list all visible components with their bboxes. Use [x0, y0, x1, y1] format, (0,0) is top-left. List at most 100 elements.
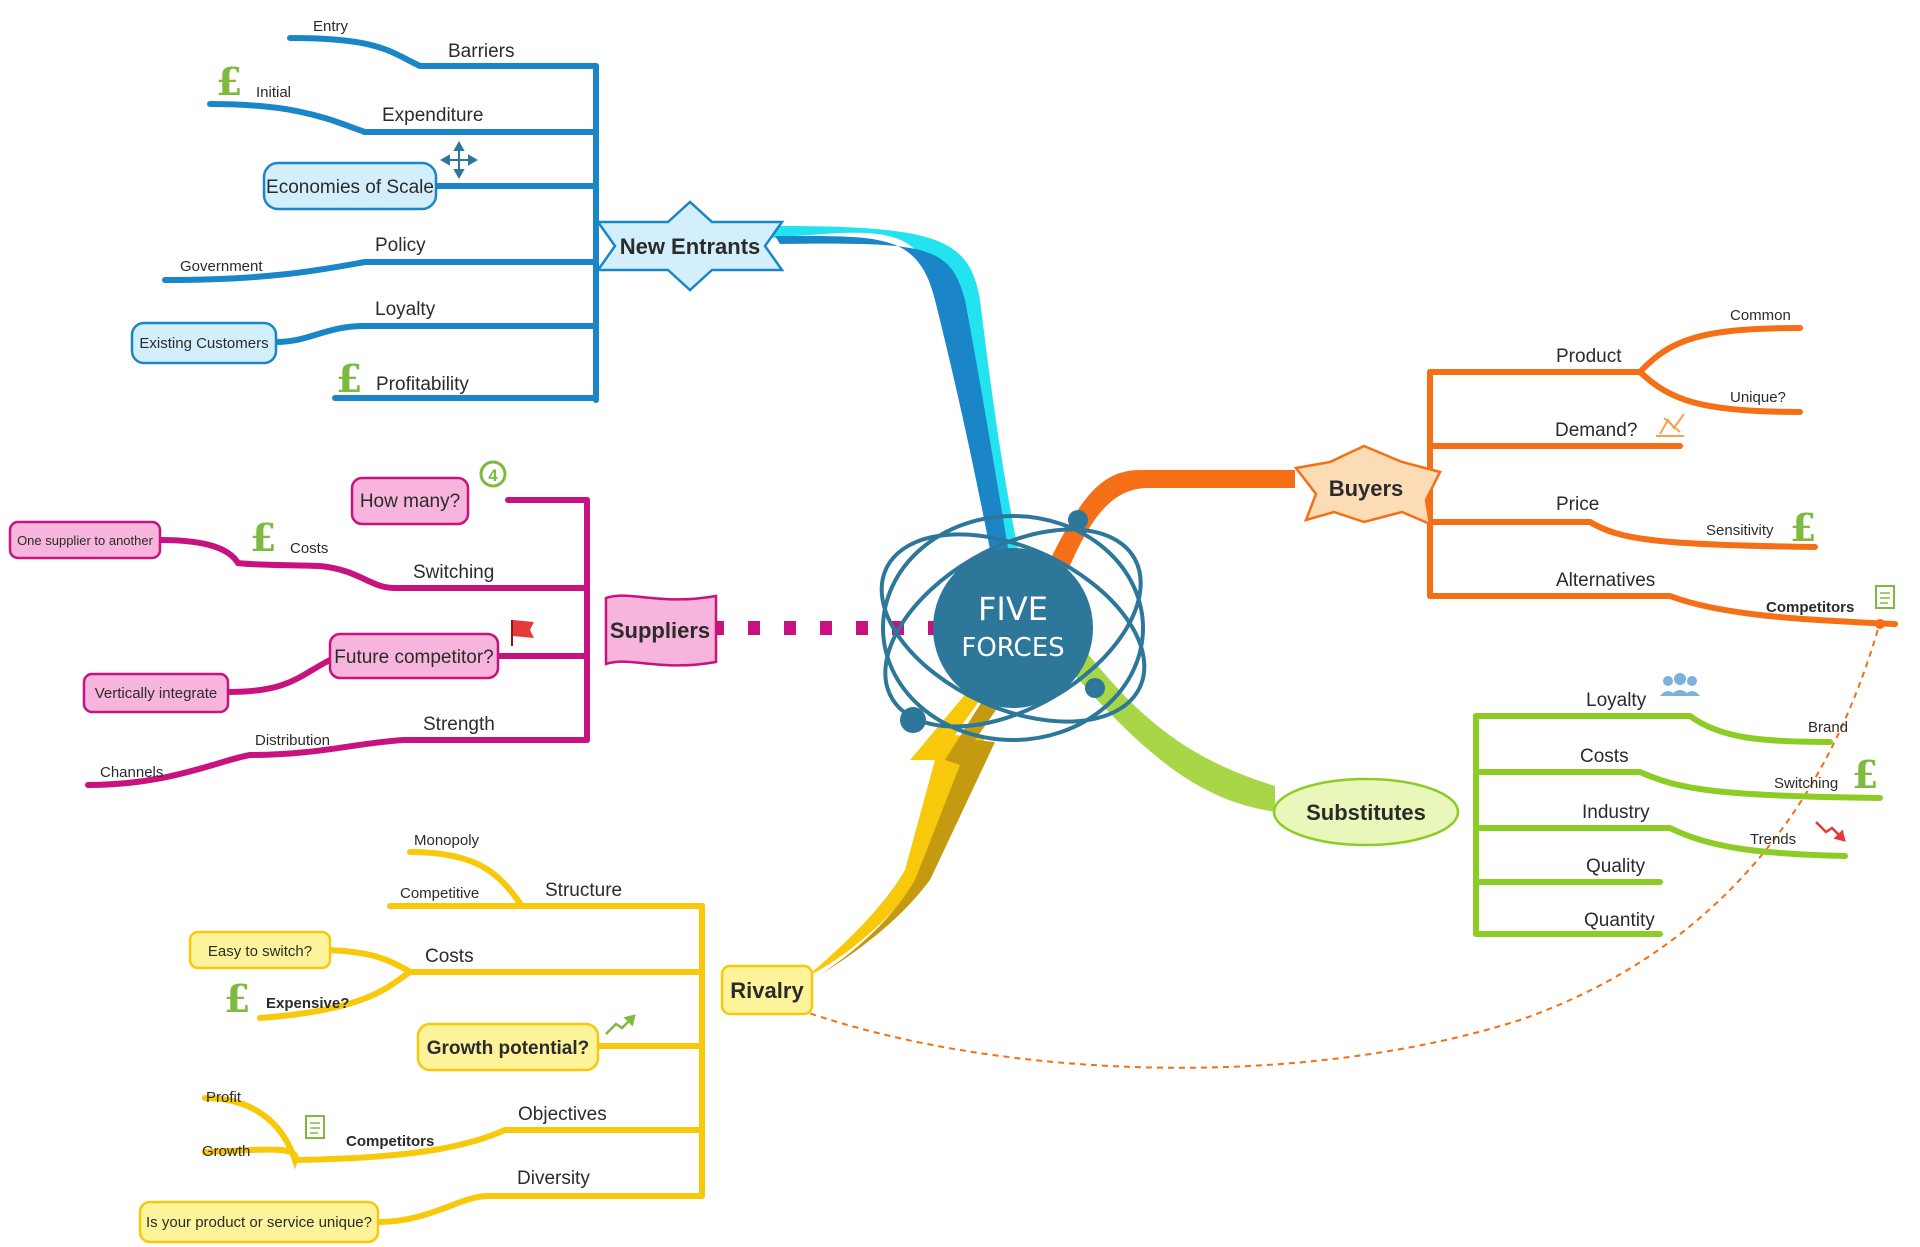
red-flag-icon — [511, 620, 534, 646]
growth-potential-node[interactable]: Growth potential? — [416, 1022, 600, 1072]
new-entrants-connector-dark — [775, 235, 1010, 560]
vertically-integrate-node[interactable]: Vertically integrate — [82, 672, 230, 714]
substitutes-branch — [1473, 713, 1883, 937]
rivalry-branch — [202, 849, 705, 1225]
loyalty-label-substitutes[interactable]: Loyalty — [1586, 690, 1647, 711]
pound-icon: £ — [336, 356, 362, 401]
pound-icon: £ — [216, 59, 242, 104]
channels-label[interactable]: Channels — [100, 764, 163, 781]
competitors-label-rivalry[interactable]: Competitors — [346, 1133, 434, 1150]
costs-label-rivalry[interactable]: Costs — [425, 946, 474, 967]
quantity-label[interactable]: Quantity — [1584, 910, 1655, 931]
pound-icon: £ — [224, 976, 250, 1021]
expensive-label[interactable]: Expensive? — [266, 995, 349, 1012]
substitutes-node[interactable]: Substitutes — [1272, 777, 1460, 847]
orbit-1 — [881, 514, 1145, 742]
diversity-label[interactable]: Diversity — [517, 1168, 590, 1189]
costs-label-substitutes[interactable]: Costs — [1580, 746, 1629, 767]
new-entrants-branch — [162, 35, 599, 403]
unique-product-label: Is your product or service unique? — [146, 1214, 372, 1231]
sensitivity-label[interactable]: Sensitivity — [1706, 522, 1774, 539]
electron-2 — [1068, 510, 1088, 530]
note-icon — [1875, 585, 1895, 609]
center-title-line1: FIVE — [978, 590, 1048, 628]
suppliers-node[interactable]: Suppliers — [604, 594, 718, 667]
existing-customers-node[interactable]: Existing Customers — [130, 321, 278, 365]
pound-icon: £ — [1852, 752, 1878, 797]
switching-label-substitutes[interactable]: Switching — [1774, 775, 1838, 792]
expenditure-label[interactable]: Expenditure — [382, 105, 483, 126]
policy-label[interactable]: Policy — [375, 235, 426, 256]
economies-of-scale-label: Economies of Scale — [266, 177, 434, 198]
distribution-label[interactable]: Distribution — [255, 732, 330, 749]
one-supplier-node[interactable]: One supplier to another — [8, 520, 162, 560]
svg-text:4: 4 — [488, 466, 498, 485]
industry-label[interactable]: Industry — [1582, 802, 1650, 823]
costs-label[interactable]: Costs — [290, 540, 328, 557]
structure-label[interactable]: Structure — [545, 880, 622, 901]
growth-potential-label: Growth potential? — [427, 1038, 590, 1059]
trends-label[interactable]: Trends — [1750, 831, 1796, 848]
trend-up-icon — [605, 1014, 636, 1035]
growth-label[interactable]: Growth — [202, 1143, 250, 1160]
loyalty-label[interactable]: Loyalty — [375, 299, 436, 320]
new-entrants-node[interactable]: New Entrants — [595, 200, 785, 292]
number-four-icon: 4 — [479, 460, 507, 488]
brand-label[interactable]: Brand — [1808, 719, 1848, 736]
buyers-branch — [1427, 325, 1898, 627]
profitability-label[interactable]: Profitability — [376, 374, 469, 395]
people-icon — [1660, 673, 1700, 696]
move-arrows-icon — [439, 140, 479, 180]
trend-down-icon — [1815, 821, 1846, 842]
buyers-connector — [1050, 470, 1295, 570]
center-node[interactable]: FIVE FORCES — [852, 489, 1174, 768]
unique-label[interactable]: Unique? — [1730, 389, 1786, 406]
note-icon — [305, 1115, 325, 1139]
new-entrants-title: New Entrants — [620, 234, 761, 259]
pound-icon: £ — [250, 515, 276, 560]
electron-1 — [900, 707, 926, 733]
easy-to-switch-node[interactable]: Easy to switch? — [188, 930, 332, 970]
existing-customers-label: Existing Customers — [139, 335, 268, 352]
initial-label[interactable]: Initial — [256, 84, 291, 101]
common-label[interactable]: Common — [1730, 307, 1791, 324]
competitive-label[interactable]: Competitive — [400, 885, 479, 902]
electron-3 — [1085, 678, 1105, 698]
government-label[interactable]: Government — [180, 258, 263, 275]
rivalry-connector-shadow — [820, 665, 1010, 975]
barriers-label[interactable]: Barriers — [448, 41, 515, 62]
how-many-label: How many? — [360, 491, 460, 512]
suppliers-branch — [85, 497, 590, 788]
objectives-label[interactable]: Objectives — [518, 1104, 607, 1125]
buyers-node[interactable]: Buyers — [1293, 444, 1442, 527]
easy-to-switch-label: Easy to switch? — [208, 943, 312, 960]
rivalry-connector — [805, 665, 1005, 978]
future-competitor-node[interactable]: Future competitor? — [328, 632, 500, 680]
profit-label[interactable]: Profit — [206, 1089, 242, 1106]
future-competitor-label: Future competitor? — [334, 647, 493, 668]
unique-product-node[interactable]: Is your product or service unique? — [138, 1200, 380, 1244]
rivalry-node[interactable]: Rivalry — [720, 964, 814, 1016]
competitors-label[interactable]: Competitors — [1766, 599, 1854, 616]
switching-label[interactable]: Switching — [413, 562, 494, 583]
price-label[interactable]: Price — [1556, 494, 1599, 515]
substitutes-connector — [1070, 650, 1275, 812]
rivalry-title: Rivalry — [730, 978, 804, 1003]
center-circle — [933, 548, 1093, 708]
pound-icon: £ — [1790, 505, 1816, 550]
entry-label[interactable]: Entry — [313, 18, 349, 35]
bar-chart-icon — [1656, 413, 1685, 437]
strength-label[interactable]: Strength — [423, 714, 495, 735]
monopoly-label[interactable]: Monopoly — [414, 832, 480, 849]
product-label[interactable]: Product — [1556, 346, 1622, 367]
center-title-line2: FORCES — [961, 633, 1064, 663]
quality-label[interactable]: Quality — [1586, 856, 1646, 877]
how-many-node[interactable]: How many? — [350, 476, 470, 526]
demand-label[interactable]: Demand? — [1555, 420, 1637, 441]
economies-of-scale-node[interactable]: Economies of Scale — [262, 161, 438, 211]
one-supplier-label: One supplier to another — [17, 533, 154, 548]
orbit-3 — [879, 532, 1147, 724]
buyers-title: Buyers — [1329, 476, 1404, 501]
alternatives-label[interactable]: Alternatives — [1556, 570, 1655, 591]
